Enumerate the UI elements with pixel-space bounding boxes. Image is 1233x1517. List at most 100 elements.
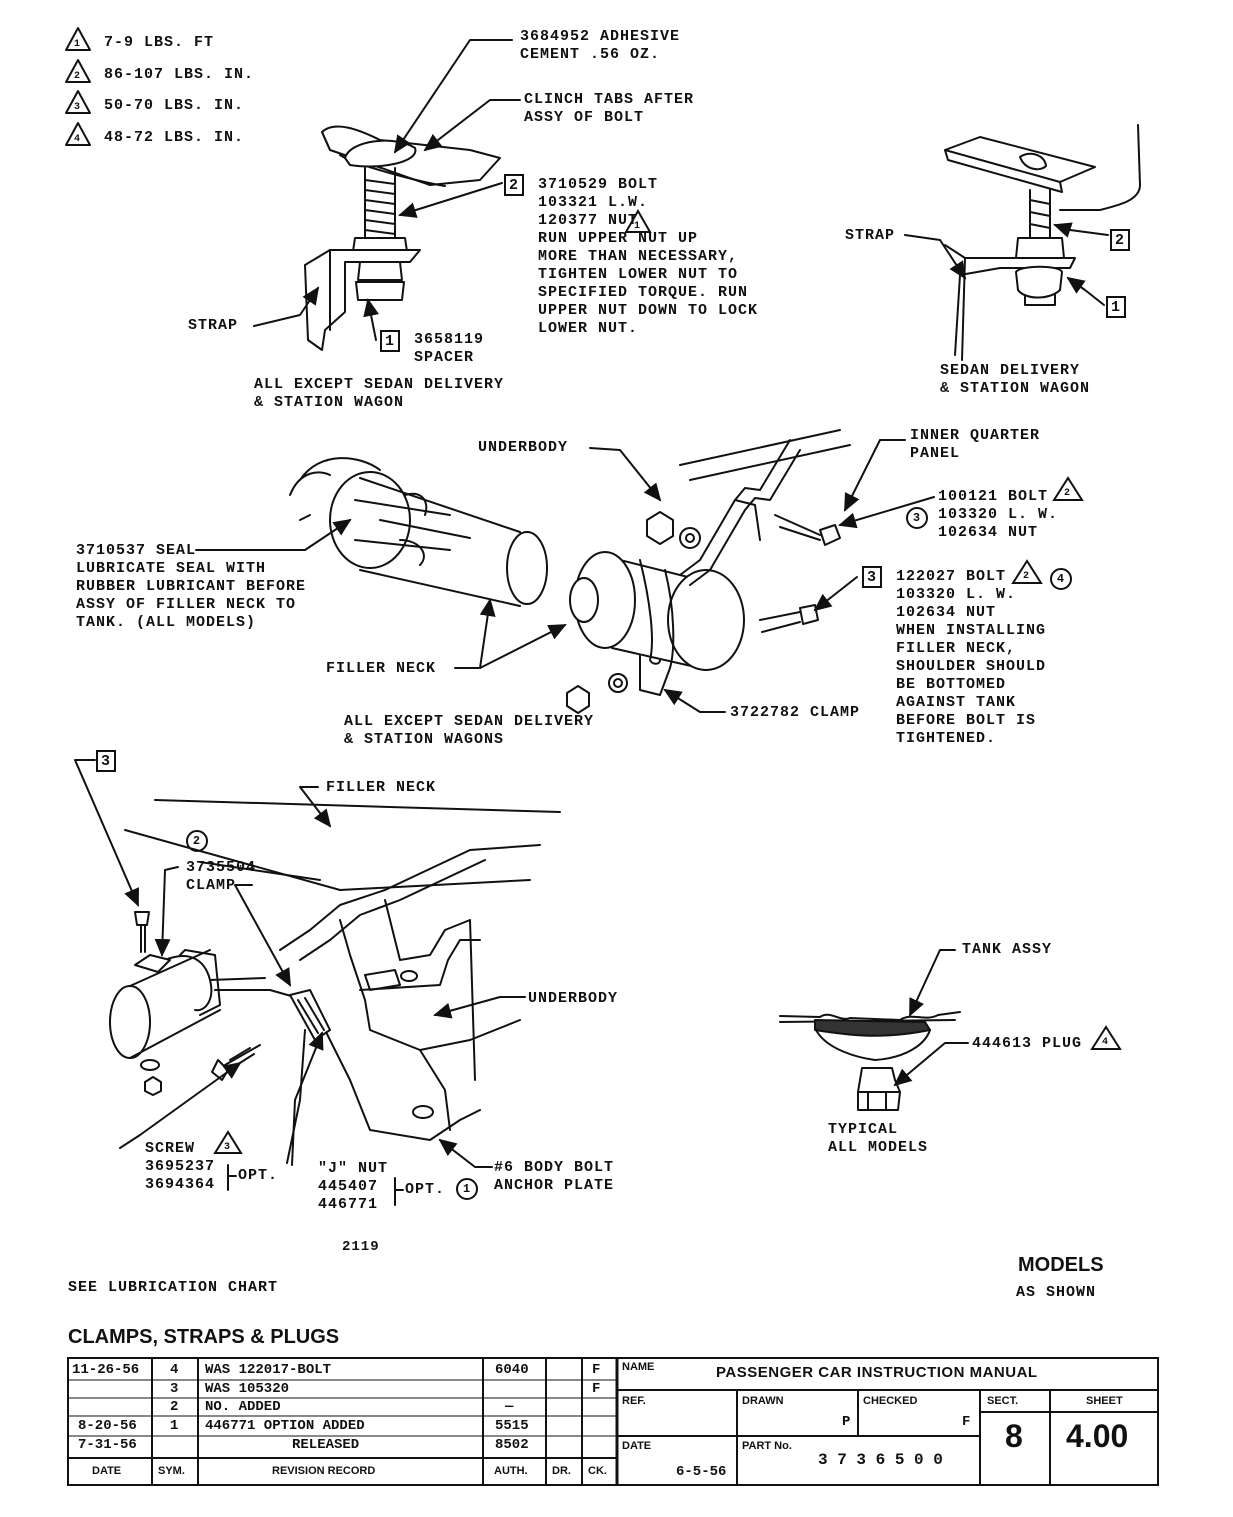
legend-text-4: 48-72 LBS. IN.	[104, 129, 245, 146]
rev-sym: 2	[170, 1399, 179, 1415]
sect-label: SECT.	[987, 1395, 1019, 1407]
rev-sym: 4	[170, 1362, 179, 1378]
name-label: NAME	[622, 1361, 655, 1373]
legend-num-2: 2	[74, 71, 82, 82]
strap-label: STRAP	[188, 317, 239, 334]
note-triangle-1: 1	[634, 221, 642, 232]
callout-box-1: 1	[380, 330, 400, 352]
filler-neck-label-lower: FILLER NECK	[326, 779, 437, 796]
models-heading: MODELS	[1018, 1254, 1104, 1276]
filler-neck-label: FILLER NECK	[326, 660, 437, 677]
title-block-frame	[67, 1357, 1159, 1486]
sheet-label: SHEET	[1086, 1395, 1123, 1407]
rev-auth: 8502	[495, 1437, 529, 1453]
callout-box-3: 3	[862, 566, 882, 588]
rev-date: 8-20-56	[78, 1418, 137, 1434]
rev-auth: —	[505, 1399, 514, 1415]
rev-header-auth: AUTH.	[494, 1465, 528, 1477]
section-title: CLAMPS, STRAPS & PLUGS	[68, 1326, 340, 1348]
rev-header-record: REVISION RECORD	[272, 1465, 376, 1477]
see-lubrication-chart: SEE LUBRICATION CHART	[68, 1279, 279, 1296]
rev-date: 7-31-56	[78, 1437, 137, 1453]
note-circle-3: 3	[906, 507, 928, 529]
underbody-label: UNDERBODY	[478, 439, 569, 456]
drawn-label: DRAWN	[742, 1395, 784, 1407]
note-circle-4: 4	[1050, 568, 1072, 590]
rev-header-sym: SYM.	[158, 1465, 185, 1477]
callout-box-1-right: 1	[1106, 296, 1126, 318]
rev-header-date: DATE	[92, 1465, 122, 1477]
sedan-delivery-strap-drawing	[904, 124, 1141, 361]
strap-bolt-assembly-drawing	[253, 39, 521, 351]
screw-opt-label: OPT.	[238, 1167, 279, 1184]
callout-box-3-lower: 3	[96, 750, 116, 772]
checked-value: F	[962, 1414, 971, 1430]
note-triangle-2b: 2	[1023, 571, 1031, 582]
note-circle-2: 2	[186, 830, 208, 852]
drawn-value: P	[842, 1414, 851, 1430]
callout-box-2-right: 2	[1110, 229, 1130, 251]
note-triangle-3: 3	[224, 1142, 232, 1153]
rev-auth: 5515	[495, 1418, 529, 1434]
tank-drain-plug-drawing	[779, 949, 969, 1111]
sect-value: 8	[1005, 1418, 1023, 1454]
torque-triangle-icon	[65, 27, 91, 146]
date-label: DATE	[622, 1440, 652, 1452]
checked-label: CHECKED	[863, 1395, 918, 1407]
part-label: PART No.	[742, 1440, 792, 1452]
legend-num-1: 1	[74, 39, 82, 50]
rev-ck: F	[592, 1381, 601, 1397]
filler-neck-tank-drawing	[195, 429, 935, 714]
part-number: 3 7 3 6 5 0 0	[818, 1451, 943, 1469]
rev-record: WAS 122017-BOLT	[205, 1362, 332, 1378]
date-value: 6-5-56	[676, 1464, 727, 1480]
note-circle-1: 1	[456, 1178, 478, 1200]
legend-text-3: 50-70 LBS. IN.	[104, 97, 245, 114]
top-left-caption: ALL EXCEPT SEDAN DELIVERY& STATION WAGON	[254, 376, 505, 411]
clamp-3722782-label: 3722782 CLAMP	[730, 704, 861, 721]
rev-sym: 3	[170, 1381, 179, 1397]
rev-sym: 1	[170, 1418, 179, 1434]
legend-text-1: 7-9 LBS. FT	[104, 34, 215, 51]
rev-auth: 6040	[495, 1362, 529, 1378]
rev-header-dr: DR.	[552, 1465, 571, 1477]
models-as-shown: AS SHOWN	[1016, 1284, 1097, 1301]
underbody-label-lower: UNDERBODY	[528, 990, 619, 1007]
rev-record: 446771 OPTION ADDED	[205, 1418, 365, 1434]
strap-label-right: STRAP	[845, 227, 896, 244]
callout-box-2: 2	[504, 174, 524, 196]
ref-label: REF.	[622, 1395, 646, 1407]
drawing-number: 2119	[342, 1239, 380, 1255]
legend-text-2: 86-107 LBS. IN.	[104, 66, 255, 83]
rev-record: WAS 105320	[205, 1381, 290, 1397]
j-nut-opt-label: OPT.	[405, 1181, 446, 1198]
rev-record: NO. ADDED	[205, 1399, 281, 1415]
sheet-value: 4.00	[1066, 1418, 1129, 1454]
legend-num-3: 3	[74, 102, 82, 113]
note-triangle-2: 2	[1064, 488, 1072, 499]
manual-name: PASSENGER CAR INSTRUCTION MANUAL	[716, 1364, 1038, 1381]
rev-record: RELEASED	[292, 1437, 360, 1453]
tank-assy-label: TANK ASSY	[962, 941, 1053, 958]
rev-header-ck: CK.	[588, 1465, 607, 1477]
rev-ck: F	[592, 1362, 601, 1378]
top-right-caption: SEDAN DELIVERY& STATION WAGON	[940, 362, 1091, 397]
underbody-filler-neck-drawing	[74, 759, 561, 1206]
plug-444613-label: 444613 PLUG	[972, 1035, 1083, 1052]
rev-date: 11-26-56	[72, 1362, 140, 1378]
note-triangle-4: 4	[1102, 1037, 1110, 1048]
legend-num-4: 4	[74, 134, 82, 145]
